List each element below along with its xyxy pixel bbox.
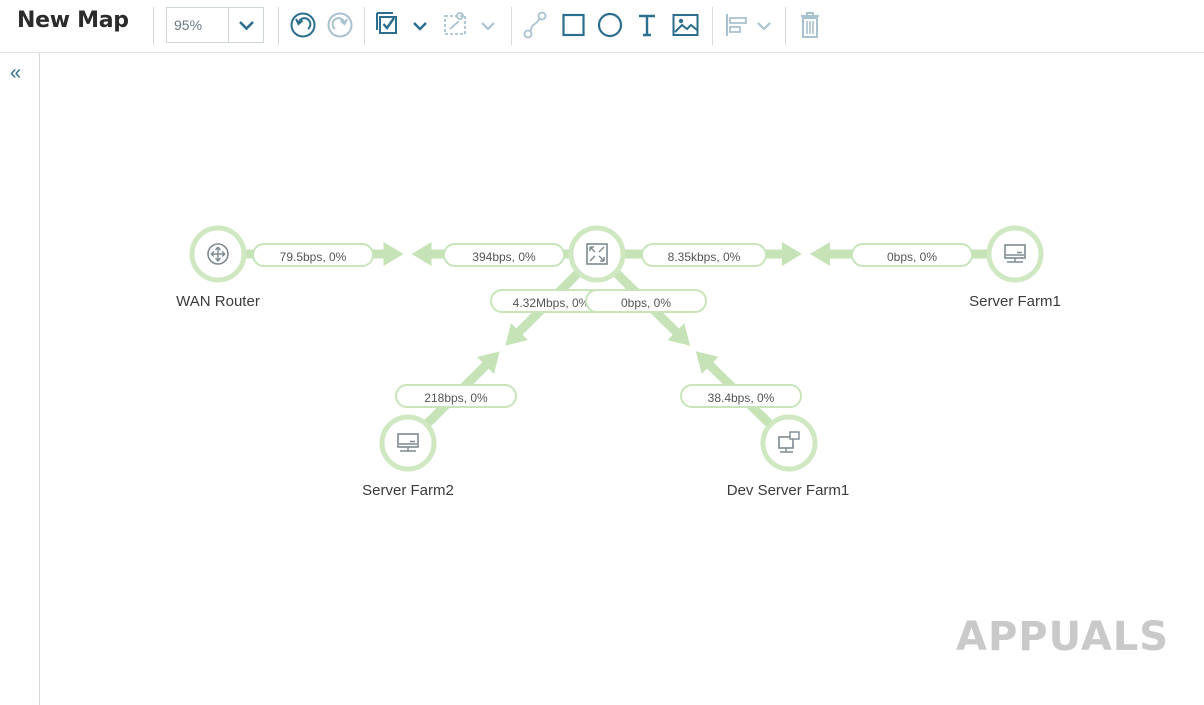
node-label-dev: Dev Server Farm1: [726, 482, 850, 499]
link-traffic-label[interactable]: 218bps, 0%: [395, 384, 517, 408]
node-ring: [568, 225, 626, 283]
link-traffic-label[interactable]: 79.5bps, 0%: [252, 243, 374, 267]
node-wan[interactable]: [189, 225, 247, 283]
node-ring: [379, 414, 437, 472]
link-traffic-label[interactable]: 0bps, 0%: [851, 243, 973, 267]
circle-icon[interactable]: [596, 9, 624, 41]
server-icon: [397, 433, 419, 452]
node-sf1[interactable]: [986, 225, 1044, 283]
watermark: APPUALS: [956, 614, 1170, 660]
align-icon[interactable]: [723, 9, 751, 41]
toolbar-divider: [712, 7, 713, 45]
text-icon[interactable]: [634, 9, 662, 41]
toolbar-divider: [153, 7, 154, 45]
node-label-wan: WAN Router: [176, 293, 260, 310]
node-label-sf1: Server Farm1: [969, 293, 1061, 310]
sidebar: [0, 53, 40, 705]
server-group-icon: [778, 431, 800, 453]
layout-icon[interactable]: [441, 9, 471, 41]
node-sf2[interactable]: [379, 414, 437, 472]
toolbar-divider: [364, 7, 365, 45]
node-core[interactable]: [568, 225, 626, 283]
collapse-sidebar-icon[interactable]: «: [10, 62, 22, 84]
link-arrow: [477, 351, 500, 374]
switch-icon: [586, 243, 608, 265]
link-arrow: [695, 351, 719, 374]
server-icon: [1004, 244, 1026, 263]
layout-dropdown-icon[interactable]: [478, 9, 498, 41]
toolbar-divider: [278, 7, 279, 45]
node-label-sf2: Server Farm2: [362, 482, 454, 499]
link-arrow: [411, 242, 432, 266]
redo-icon[interactable]: [326, 9, 354, 41]
link-traffic-label[interactable]: 38.4bps, 0%: [680, 384, 802, 408]
link-arrow: [383, 242, 404, 266]
link-arrow: [505, 323, 528, 346]
router-icon: [207, 243, 229, 265]
toolbar-divider: [511, 7, 512, 45]
rectangle-icon[interactable]: [560, 9, 588, 41]
map-canvas[interactable]: WAN RouterCore SwitchServer Farm1Server …: [40, 53, 1204, 705]
zoom-select[interactable]: 95%: [166, 7, 264, 43]
select-icon[interactable]: [375, 9, 403, 41]
connector-icon[interactable]: [521, 9, 549, 41]
link-traffic-label[interactable]: 394bps, 0%: [443, 243, 565, 267]
chevron-down-icon[interactable]: [228, 8, 264, 42]
toolbar: New Map 95%: [0, 0, 1204, 53]
node-ring: [986, 225, 1044, 283]
link-arrow: [810, 242, 830, 266]
network-map: [189, 225, 1044, 472]
select-dropdown-icon[interactable]: [410, 9, 430, 41]
link-traffic-label[interactable]: 0bps, 0%: [585, 289, 707, 313]
node-ring: [760, 414, 818, 472]
zoom-value: 95%: [174, 17, 203, 33]
delete-icon[interactable]: [797, 9, 823, 41]
page-title: New Map: [17, 8, 129, 33]
align-dropdown-icon[interactable]: [754, 9, 774, 41]
link-arrow: [667, 323, 691, 346]
image-icon[interactable]: [671, 9, 701, 41]
link-traffic-label[interactable]: 8.35kbps, 0%: [641, 243, 767, 267]
undo-icon[interactable]: [289, 9, 317, 41]
toolbar-divider: [785, 7, 786, 45]
node-dev[interactable]: [760, 414, 818, 472]
link-arrow: [782, 242, 802, 266]
